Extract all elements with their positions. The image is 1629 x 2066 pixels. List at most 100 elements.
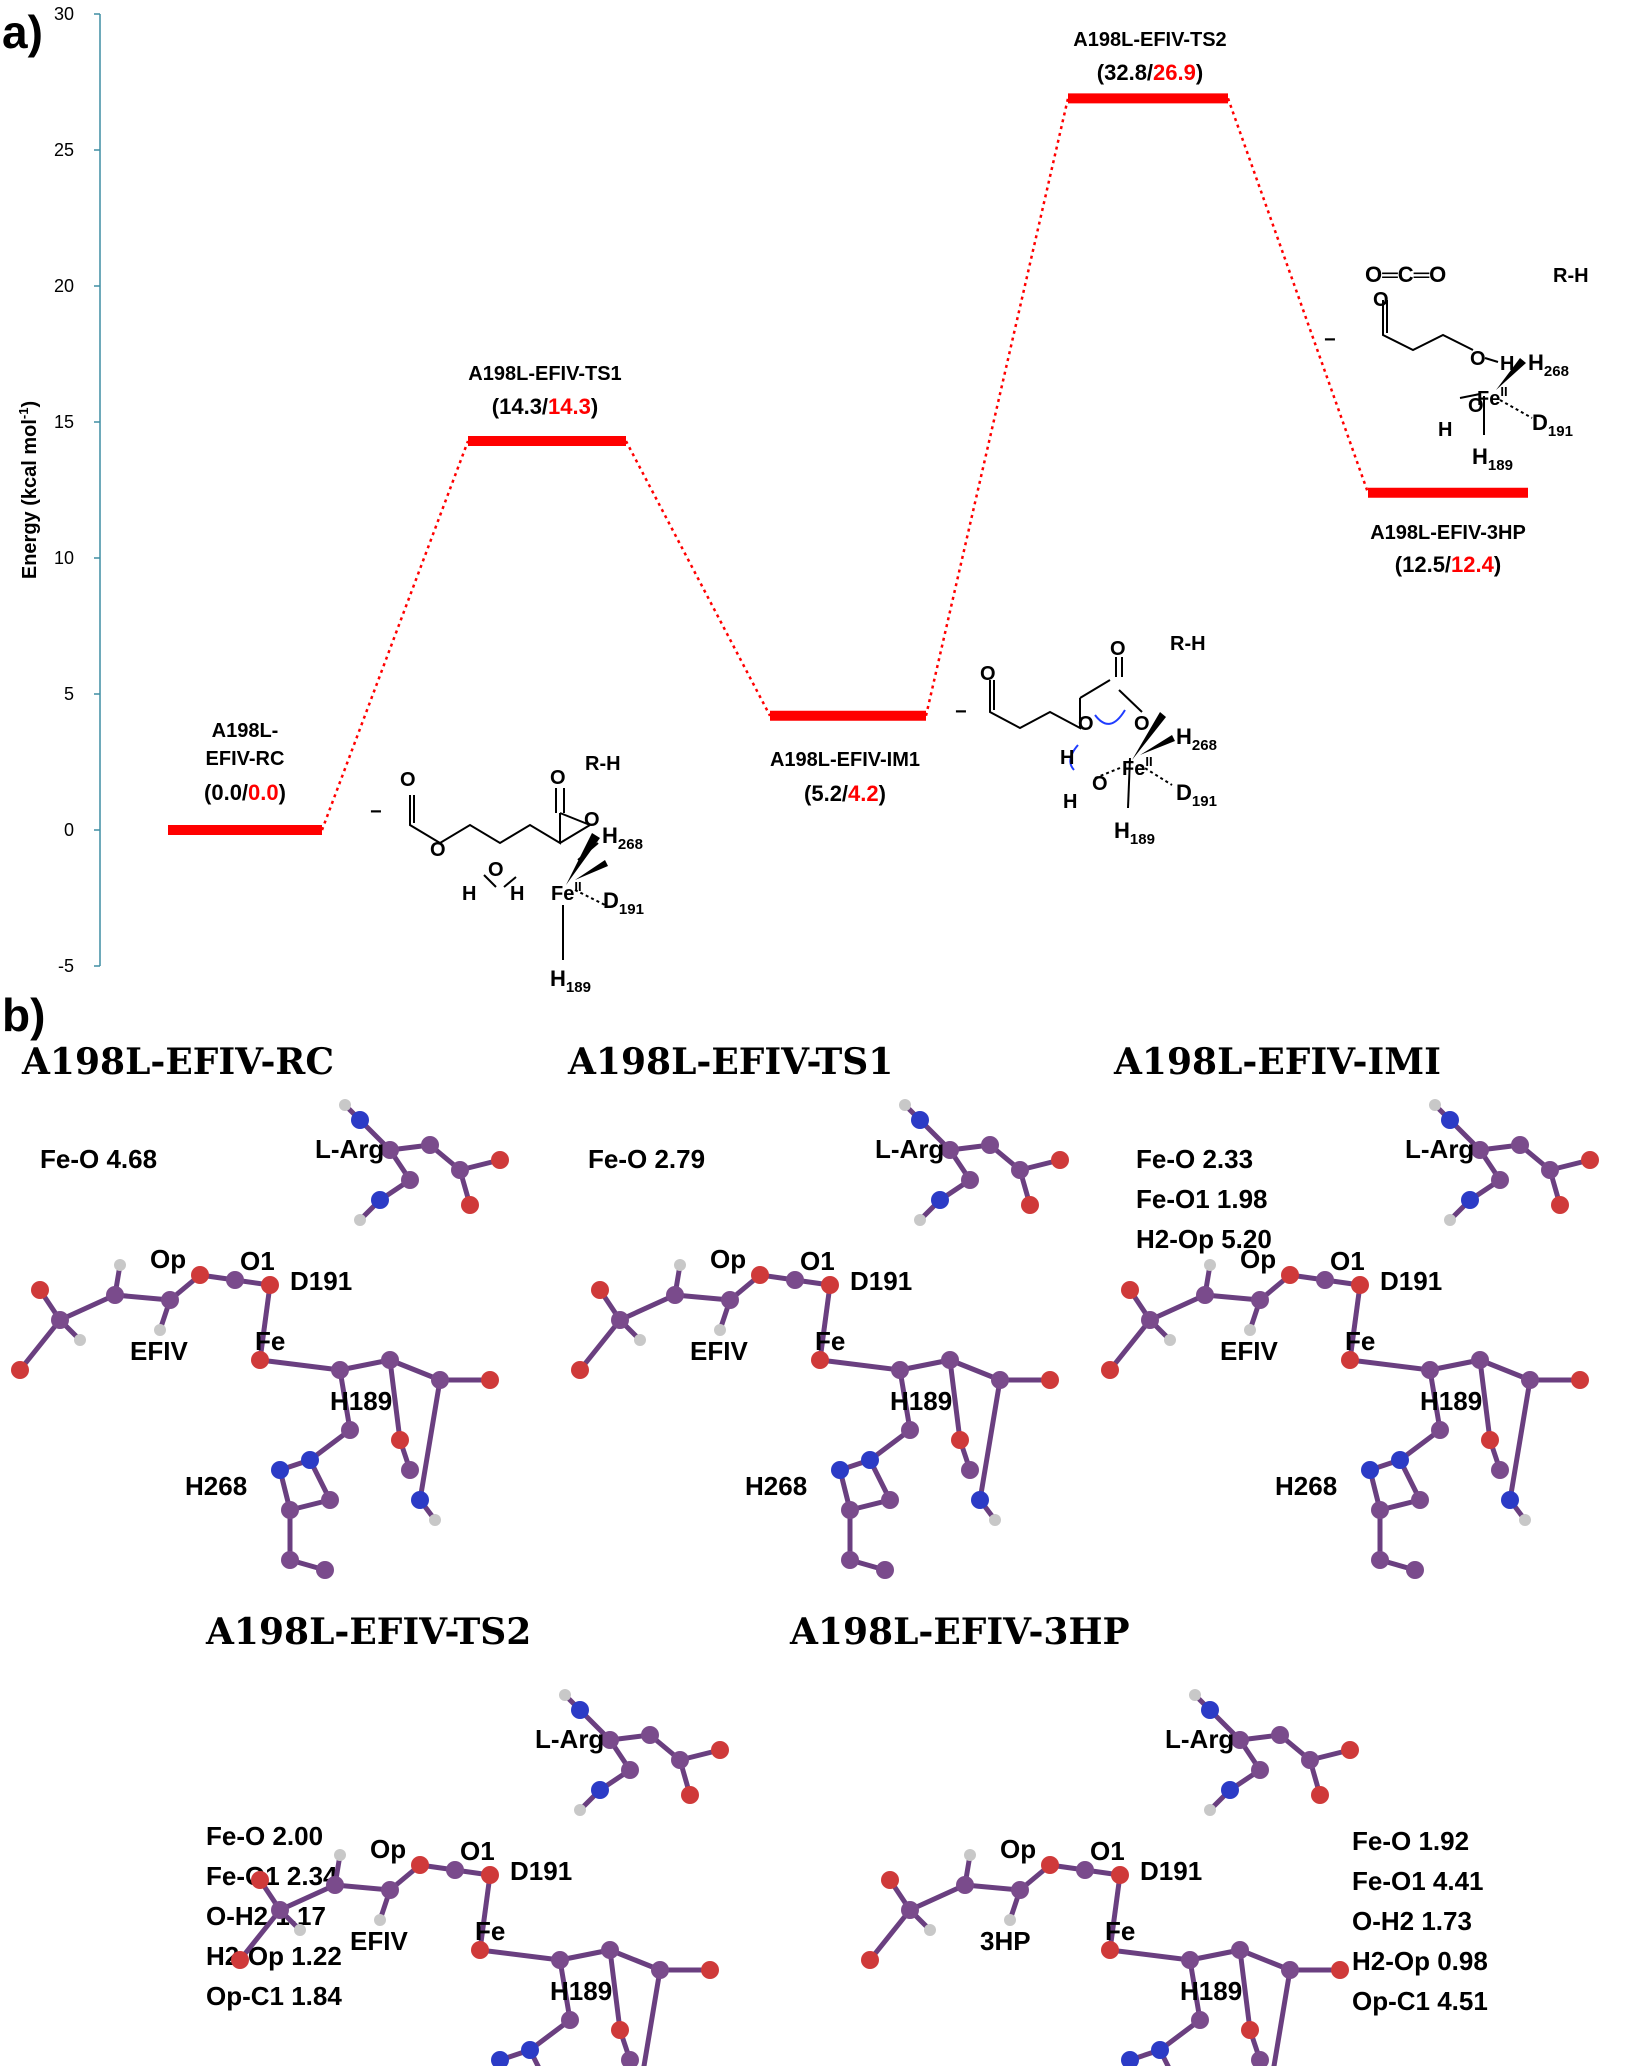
atom (1281, 1961, 1299, 1979)
bond (819, 1357, 901, 1373)
level-value-close: ) (591, 394, 598, 419)
atom-label-arg: L-Arg (535, 1724, 604, 1754)
atom (491, 1151, 509, 1169)
atom (481, 1371, 499, 1389)
atom-label-d191: D191 (1380, 1266, 1442, 1296)
atom (1511, 1136, 1529, 1154)
atom (351, 1111, 369, 1129)
atom (876, 1561, 894, 1579)
bond (868, 1908, 912, 1962)
atom (31, 1281, 49, 1299)
atom-label-op: Op (150, 1244, 186, 1274)
bond (674, 1292, 731, 1303)
level-values: (0.0/0.0) (204, 780, 286, 805)
bond (417, 1379, 443, 1501)
atom (339, 1099, 351, 1111)
energy-connectors (320, 97, 1370, 831)
atom (1251, 1291, 1269, 1309)
atom (1444, 1214, 1456, 1226)
energy-level-labels: A198L-EFIV-RC(0.0/0.0)A198L-EFIV-TS1(14.… (204, 29, 1526, 806)
atom (431, 1371, 449, 1389)
atom-label-o1: O1 (1330, 1246, 1365, 1276)
atom (1196, 1286, 1214, 1304)
atom (591, 1281, 609, 1299)
rc-h268: H268 (602, 823, 643, 853)
level-value-corrected: 12.4 (1451, 552, 1495, 577)
atom-label-op: Op (1000, 1834, 1036, 1864)
bond (278, 1882, 337, 1913)
atom (1371, 1501, 1389, 1519)
atom (559, 1689, 571, 1701)
panel-label-b: b) (2, 989, 45, 1041)
atom (1301, 1751, 1319, 1769)
y-tick-label: 10 (54, 548, 74, 568)
atom-label-o1: O1 (800, 1246, 835, 1276)
level-value-primary: (0.0/ (204, 780, 248, 805)
atom (971, 1491, 989, 1509)
bond (1108, 1318, 1152, 1372)
atom (861, 1451, 879, 1469)
atom (1021, 1196, 1039, 1214)
atom (881, 1491, 899, 1509)
y-tick-label: 5 (64, 684, 74, 704)
atom (1441, 1111, 1459, 1129)
atom (1551, 1196, 1569, 1214)
atom (891, 1361, 909, 1379)
bond (58, 1292, 117, 1323)
atom (1201, 1701, 1219, 1719)
bond (479, 1947, 561, 1963)
rc-water-h1: H (462, 883, 476, 905)
atom-label-h268: H268 (185, 1471, 247, 1501)
y-tick-label: 15 (54, 412, 74, 432)
atom (271, 1901, 289, 1919)
im1-chain-o: O (1078, 713, 1094, 735)
im1-hydroxide-h: H (1063, 791, 1077, 813)
y-tick-label: 25 (54, 140, 74, 160)
atom (914, 1214, 926, 1226)
atom (381, 1881, 399, 1899)
atom (154, 1324, 166, 1336)
energy-connector (624, 440, 772, 717)
atom (901, 1901, 919, 1919)
atom (1501, 1491, 1519, 1509)
y-tick-label: 0 (64, 820, 74, 840)
hp-hydroxide-o: O (1468, 395, 1484, 417)
level-name: A198L-EFIV-TS2 (1073, 29, 1226, 51)
atom-label-h268: H268 (405, 2061, 467, 2066)
atom (451, 1161, 469, 1179)
structure-title: A198L-EFIV-TS1 (567, 1041, 893, 1083)
atom (1011, 1881, 1029, 1899)
structure-title: A198L-EFIV-IMI (1113, 1041, 1441, 1083)
atom (191, 1266, 209, 1284)
im1-h189: H189 (1114, 818, 1155, 848)
rc-h189: H189 (550, 966, 591, 996)
im1-h268: H268 (1176, 724, 1217, 754)
atom (1571, 1371, 1589, 1389)
atom (1181, 1951, 1199, 1969)
atom (831, 1461, 849, 1479)
atom (561, 2011, 579, 2029)
atom (1411, 1491, 1429, 1509)
atom (401, 1461, 419, 1479)
atom (1351, 1276, 1369, 1294)
atom (1231, 1731, 1249, 1749)
atom-label-fe: Fe (475, 1916, 505, 1946)
y-axis-label: Energy (kcal mol-1) (16, 401, 41, 579)
atom (281, 1551, 299, 1569)
atom (341, 1421, 359, 1439)
level-name: A198L-EFIV-TS1 (468, 363, 621, 385)
atom (1431, 1421, 1449, 1439)
atom (1189, 1689, 1201, 1701)
atom (1481, 1431, 1499, 1449)
atom (881, 1871, 899, 1889)
atom (1429, 1099, 1441, 1111)
level-value-primary: (14.3/ (492, 394, 548, 419)
atom (1121, 2051, 1139, 2066)
atom-label-h268: H268 (1275, 1471, 1337, 1501)
atom (1331, 1961, 1349, 1979)
atom (411, 1491, 429, 1509)
atom (1204, 1259, 1216, 1271)
